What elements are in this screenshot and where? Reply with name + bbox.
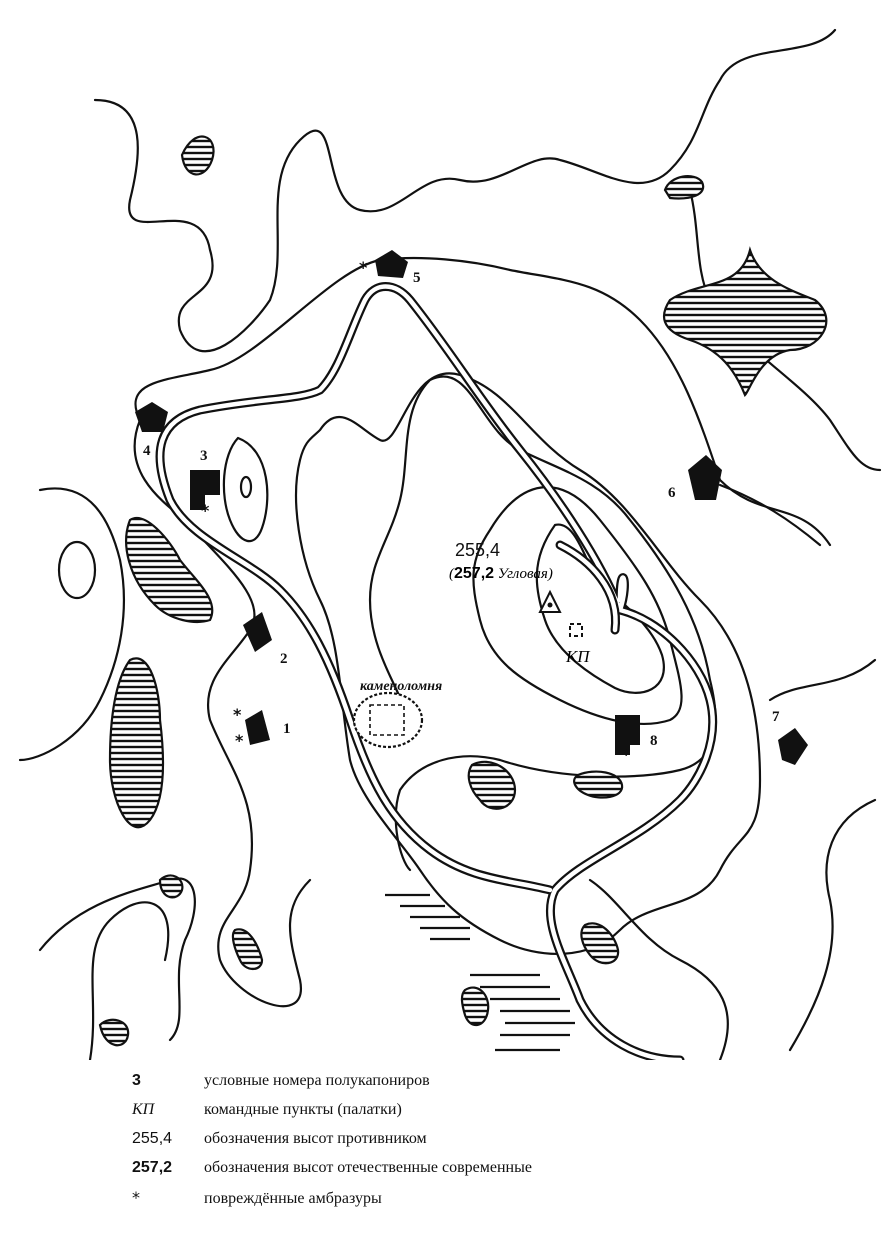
bunker-label: 6 bbox=[668, 485, 676, 501]
bunker-label: 5 bbox=[413, 270, 421, 286]
bunker-7 bbox=[778, 728, 808, 765]
legend-key: КП bbox=[132, 1101, 155, 1118]
contour-line bbox=[768, 658, 877, 702]
legend-key: 255,4 bbox=[132, 1130, 173, 1147]
legend-desc: повреждённые амбразуры bbox=[204, 1190, 382, 1207]
legend-row: 3 условные номера полукапониров bbox=[132, 1072, 852, 1090]
legend: 3 условные номера полукапониров КП коман… bbox=[132, 1072, 852, 1219]
contour-line bbox=[295, 372, 762, 955]
lake bbox=[158, 874, 184, 899]
bunker-1 bbox=[245, 710, 270, 745]
bunker-6 bbox=[688, 455, 722, 500]
damaged-mark: * bbox=[235, 731, 244, 750]
quarry: каменоломня bbox=[352, 679, 442, 749]
lake bbox=[98, 1018, 130, 1047]
height-enemy-label: 255,4 bbox=[455, 540, 500, 560]
damaged-mark: * bbox=[233, 705, 242, 724]
bunker-label: 7 bbox=[772, 709, 780, 725]
kp-label: КП bbox=[565, 647, 591, 666]
contour-line bbox=[38, 877, 196, 1042]
contour-line bbox=[57, 540, 97, 600]
legend-desc: условные номера полукапониров bbox=[204, 1072, 430, 1089]
lake bbox=[663, 175, 705, 200]
legend-desc: командные пункты (палатки) bbox=[204, 1101, 402, 1118]
contour-line bbox=[718, 483, 822, 547]
damaged-marks: * * * * * bbox=[201, 258, 631, 764]
legend-row: 255,4 обозначения высот противником bbox=[132, 1130, 852, 1148]
legend-key: 3 bbox=[132, 1072, 141, 1089]
legend-key: 257,2 bbox=[132, 1159, 173, 1176]
damaged-mark: * bbox=[201, 501, 210, 520]
contour-line bbox=[222, 436, 269, 542]
bunker-label: 2 bbox=[280, 651, 288, 667]
contour-line bbox=[18, 487, 125, 762]
legend-desc: обозначения высот отечественные современ… bbox=[204, 1159, 532, 1176]
lake bbox=[573, 770, 624, 799]
bunker-2 bbox=[243, 612, 272, 652]
legend-key: * bbox=[132, 1188, 140, 1207]
bunker-label: 1 bbox=[283, 721, 291, 737]
command-post-icon bbox=[569, 623, 583, 637]
bunker-8 bbox=[615, 715, 640, 755]
bunkers bbox=[135, 250, 808, 765]
topographic-map: каменоломня * * * * * 1 2 3 4 5 6 7 8 25… bbox=[18, 28, 882, 1060]
legend-desc: обозначения высот противником bbox=[204, 1130, 427, 1147]
bunker-4 bbox=[135, 402, 168, 432]
lake bbox=[580, 922, 620, 965]
height-labels: 255,4 (257,2 Угловая) bbox=[449, 540, 553, 582]
height-modern-label: (257,2 Угловая) bbox=[449, 565, 553, 582]
damaged-mark: * bbox=[622, 745, 631, 764]
legend-row: * повреждённые амбразуры bbox=[132, 1188, 852, 1208]
contour-line bbox=[472, 486, 683, 726]
summit: КП bbox=[538, 589, 591, 666]
legend-row: КП командные пункты (палатки) bbox=[132, 1101, 852, 1119]
marsh bbox=[385, 893, 575, 1052]
bunker-labels: 1 2 3 4 5 6 7 8 bbox=[143, 270, 780, 749]
contour-line bbox=[239, 475, 253, 499]
contour-line bbox=[588, 878, 729, 1060]
legend-row: 257,2 обозначения высот отечественные со… bbox=[132, 1159, 852, 1177]
triangulation-point-icon bbox=[538, 589, 562, 613]
contour-line bbox=[368, 375, 717, 872]
lake bbox=[180, 135, 215, 176]
lake bbox=[231, 928, 264, 971]
contour-line bbox=[93, 28, 837, 353]
lake bbox=[467, 760, 517, 810]
lake bbox=[108, 657, 165, 829]
bunker-label: 4 bbox=[143, 443, 151, 459]
road bbox=[155, 282, 718, 1060]
bunker-5 bbox=[375, 250, 408, 278]
lake bbox=[125, 516, 214, 623]
contour-line bbox=[88, 901, 170, 1060]
bunker-label: 3 bbox=[200, 448, 208, 464]
damaged-mark: * bbox=[359, 258, 368, 277]
lakes bbox=[98, 135, 828, 1047]
lake bbox=[662, 246, 828, 397]
contour-line bbox=[788, 798, 877, 1052]
bunker-3 bbox=[190, 470, 220, 510]
lake bbox=[460, 986, 490, 1026]
bunker-label: 8 bbox=[650, 733, 658, 749]
quarry-label: каменоломня bbox=[360, 679, 442, 694]
